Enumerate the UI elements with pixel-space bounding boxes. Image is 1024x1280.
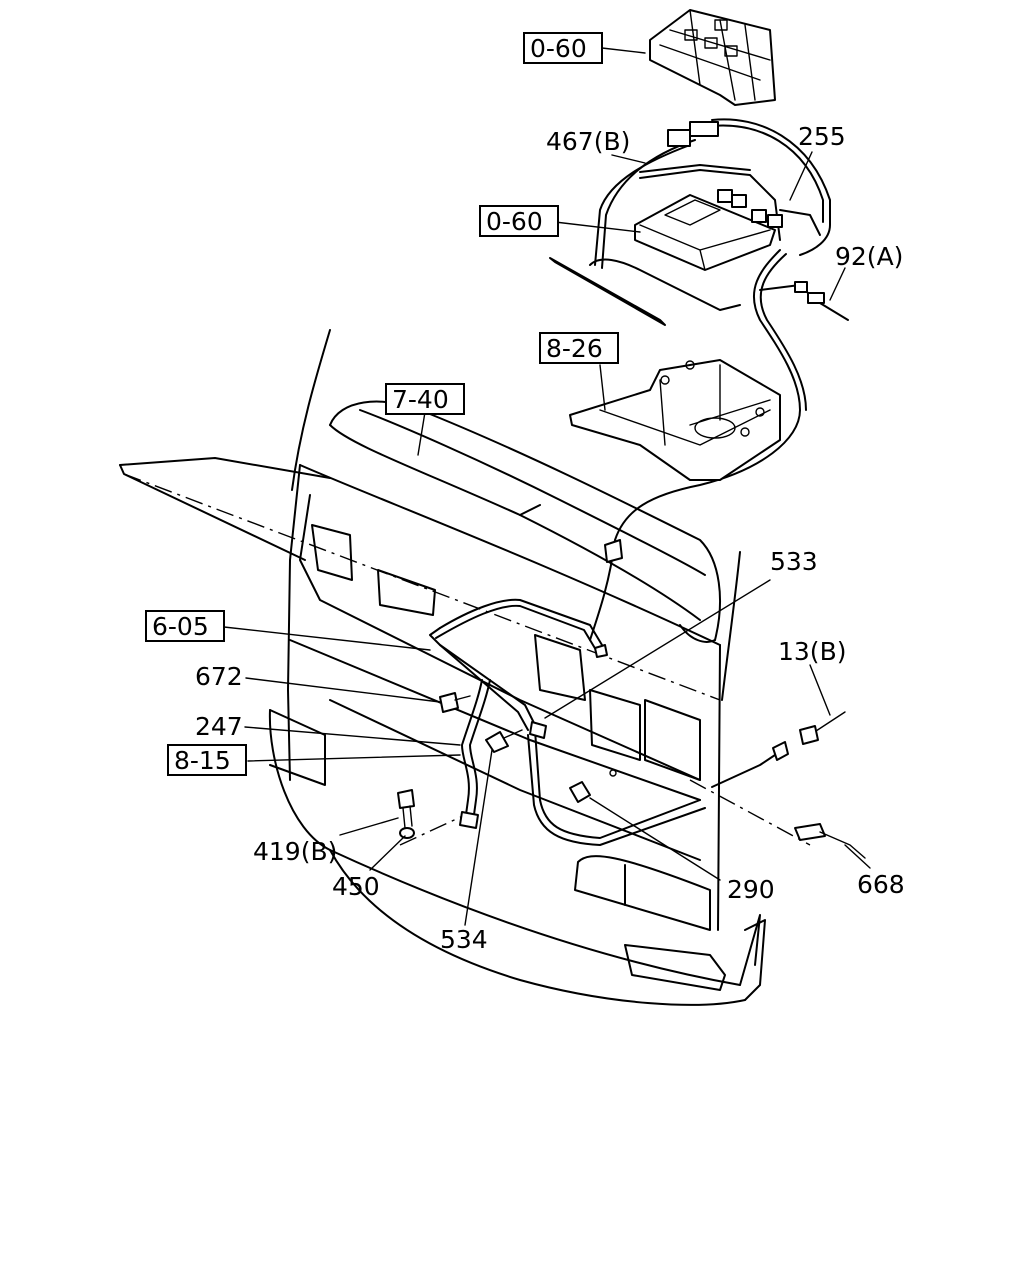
label-247: 247 [195,712,243,741]
label-534: 534 [440,925,488,954]
mounting-bracket [569,359,781,481]
label-ref-0-60-top: 0-60 [530,34,587,63]
fasteners [397,679,866,859]
label-672: 672 [195,662,243,691]
cab-front-outline [119,329,811,1006]
ecu-module [634,194,776,271]
label-419b: 419(B) [253,837,337,866]
label-450: 450 [332,872,380,901]
leader-lines [223,47,871,926]
washer-pipe [429,598,706,846]
label-92a: 92(A) [835,242,903,271]
label-ref-8-26: 8-26 [546,334,603,363]
label-ref-6-05: 6-05 [152,612,209,641]
relay-bracket [649,9,776,106]
label-467b: 467(B) [546,127,630,156]
label-255: 255 [798,122,846,151]
label-ref-0-60-mid: 0-60 [486,207,543,236]
label-13b: 13(B) [778,637,846,666]
part-labels: 0-60 467(B) 255 0-60 92(A) 8-26 7-40 533… [145,32,905,954]
label-ref-8-15: 8-15 [174,746,231,775]
ref-box-6-05 [145,610,225,642]
label-290: 290 [727,875,775,904]
ref-box-8-15 [167,744,247,776]
ref-box-0-60-mid [479,205,559,237]
wiring-harness [549,118,849,641]
ref-box-8-26 [539,332,619,364]
label-668: 668 [857,870,905,899]
ref-box-0-60-top [523,32,603,64]
label-ref-7-40: 7-40 [392,385,449,414]
label-533: 533 [770,547,818,576]
ref-box-7-40 [385,383,465,415]
